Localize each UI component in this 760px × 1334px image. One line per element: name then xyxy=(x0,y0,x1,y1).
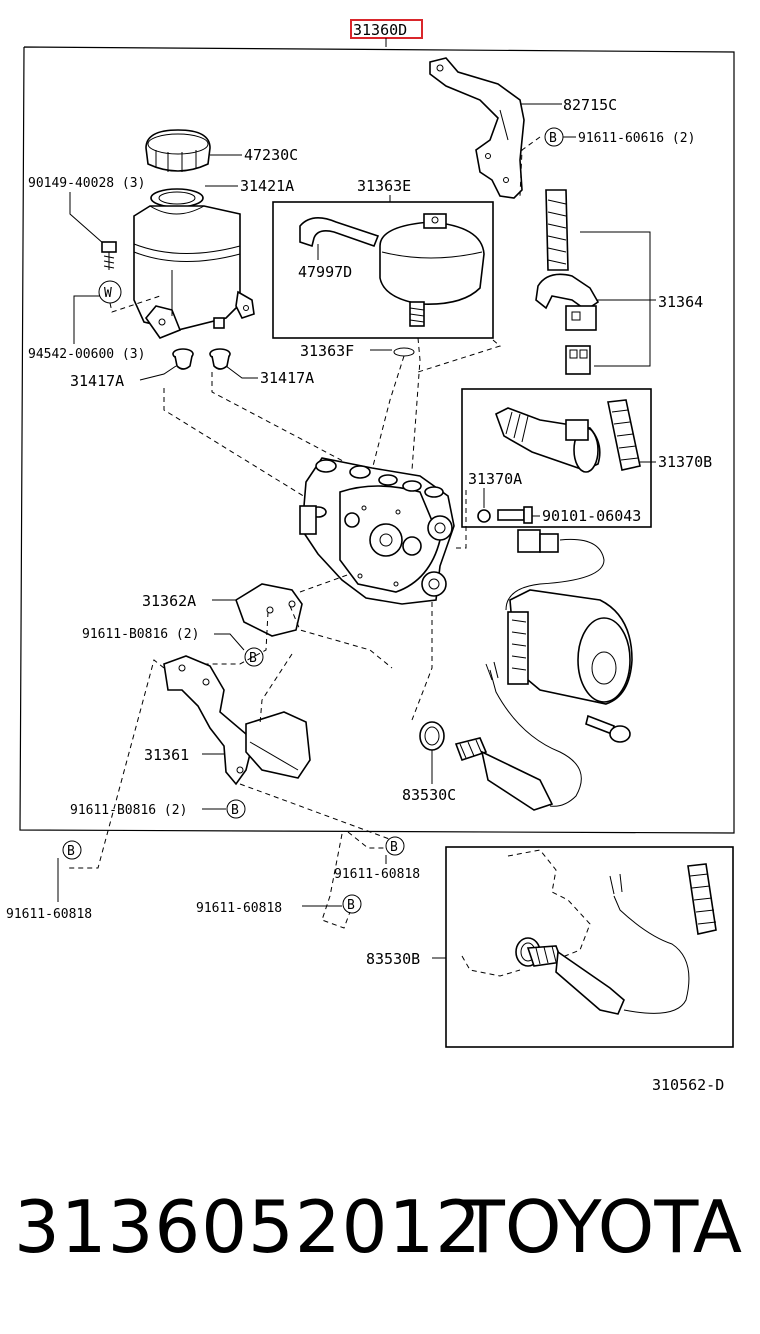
header-code: 31360D xyxy=(353,21,407,39)
label-91611-60818-middle: 91611-60818 xyxy=(334,867,420,882)
label-31363f: 31363F xyxy=(300,342,354,360)
o-ring-83530c xyxy=(419,721,445,751)
label-31421a: 31421A xyxy=(240,177,294,195)
label-83530c: 83530C xyxy=(402,786,456,804)
accumulator-strap xyxy=(299,217,380,248)
label-91611-60818-left: 91611-60818 xyxy=(6,907,92,922)
marker-b-3-text: B xyxy=(231,803,239,818)
bracket-31361 xyxy=(163,655,311,786)
marker-b-4 xyxy=(62,840,82,860)
motor-bolt xyxy=(585,714,631,743)
marker-b-5-text: B xyxy=(390,840,398,855)
label-47230c: 47230C xyxy=(244,146,298,164)
grommet-left xyxy=(172,348,194,370)
box-83530b xyxy=(445,846,734,1048)
label-91611-60818-bottom: 91611-60818 xyxy=(196,901,282,916)
reference-code: 310562-D xyxy=(652,1076,724,1094)
label-90101-06043: 90101-06043 xyxy=(542,507,641,525)
washer xyxy=(477,509,491,523)
label-91611-b0816-top: 91611-B0816 (2) xyxy=(82,627,199,642)
marker-b-3 xyxy=(226,799,246,819)
sensor-83530b xyxy=(515,873,690,1015)
main-frame xyxy=(19,46,735,834)
label-31417a-right: 31417A xyxy=(260,369,314,387)
reservoir-cap xyxy=(145,129,211,172)
o-ring-31363f xyxy=(393,347,415,357)
label-47997d: 47997D xyxy=(298,263,352,281)
marker-b-4-text: B xyxy=(67,844,75,859)
marker-b-2 xyxy=(244,647,264,667)
clip-31370b xyxy=(607,399,641,471)
inset-clip xyxy=(687,863,717,935)
box-31363e xyxy=(272,201,494,339)
label-31363e: 31363E xyxy=(357,177,411,195)
sensor-83530c xyxy=(454,661,582,811)
brand-name: TOYOTA xyxy=(460,1185,742,1269)
actuator-body xyxy=(299,457,455,605)
label-91611-60616: 91611-60616 (2) xyxy=(578,131,695,146)
grommet-right xyxy=(209,348,231,370)
marker-w-text: W xyxy=(104,286,112,301)
marker-b-5 xyxy=(385,836,405,856)
label-83530b: 83530B xyxy=(366,950,420,968)
marker-b-2-text: B xyxy=(249,651,257,666)
connector-clamp-31364 xyxy=(545,189,569,271)
pump-motor xyxy=(505,529,633,705)
label-31417a-left: 31417A xyxy=(70,372,124,390)
label-94542-00600: 94542-00600 (3) xyxy=(28,347,145,362)
inset-actuator-outline xyxy=(461,849,591,977)
accumulator xyxy=(379,213,485,327)
label-31362a: 31362A xyxy=(142,592,196,610)
label-31370b: 31370B xyxy=(658,453,712,471)
label-91611-b0816-bottom: 91611-B0816 (2) xyxy=(70,803,187,818)
reservoir xyxy=(133,188,255,339)
marker-b-1-text: B xyxy=(549,131,557,146)
part-number: 3136052012 xyxy=(14,1185,483,1269)
label-31361: 31361 xyxy=(144,746,189,764)
connector-plug-31364 xyxy=(535,273,600,375)
label-31370a: 31370A xyxy=(468,470,522,488)
label-82715c: 82715C xyxy=(563,96,617,114)
marker-b-6 xyxy=(342,894,362,914)
screw-90101 xyxy=(497,506,533,524)
label-90149-40028: 90149-40028 (3) xyxy=(28,176,145,191)
bolt-90149 xyxy=(101,241,117,270)
bracket-82715c xyxy=(429,57,525,199)
box-31370b xyxy=(461,388,652,528)
solenoid-31370a xyxy=(495,407,601,473)
insulator-31362a xyxy=(235,583,303,637)
label-31364: 31364 xyxy=(658,293,703,311)
marker-b-6-text: B xyxy=(347,898,355,913)
